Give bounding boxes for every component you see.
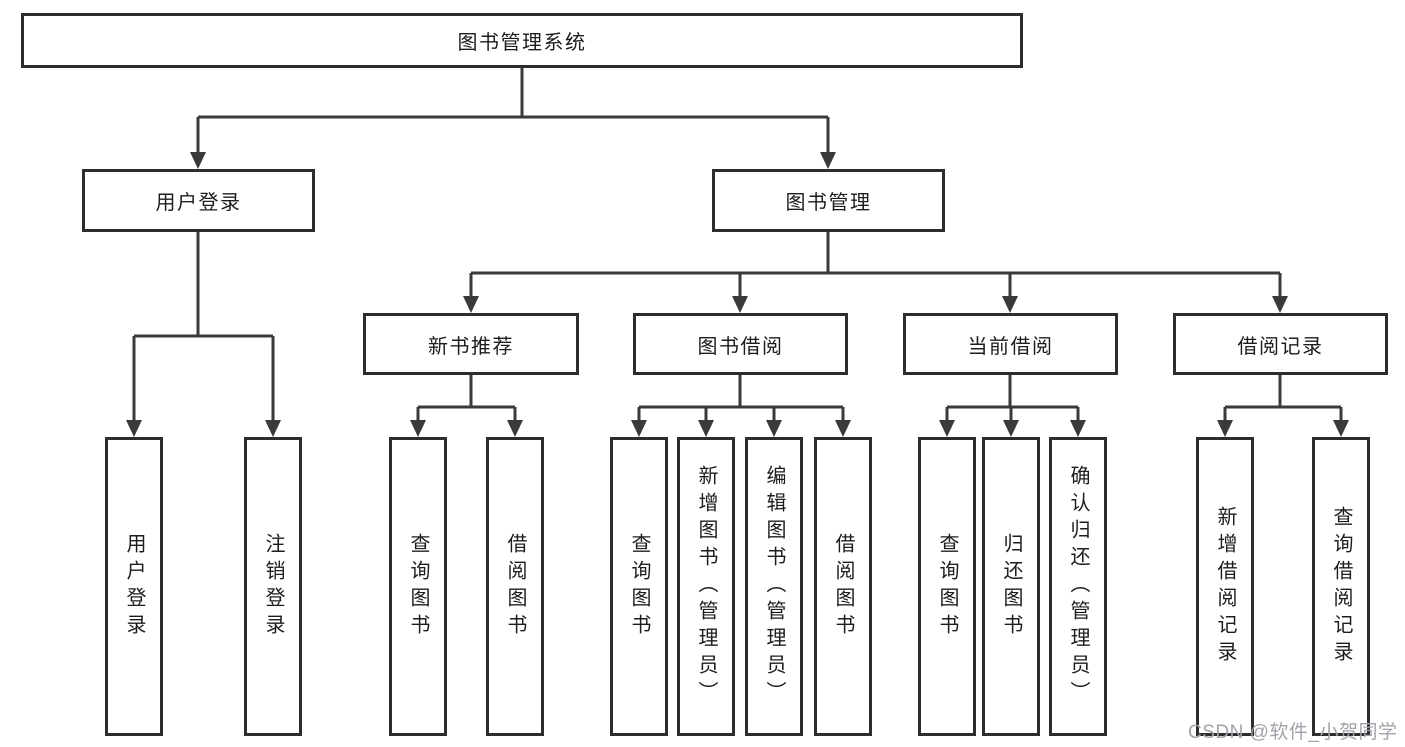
leaf-borrow-query-books: 查询图书: [610, 437, 668, 736]
node-user-login-label: 用户登录: [155, 192, 242, 214]
arrowhead: [190, 152, 206, 169]
arrowhead: [835, 420, 851, 437]
node-current-borrow: 当前借阅: [903, 313, 1118, 375]
node-book-management-label: 图书管理: [785, 192, 872, 214]
leaf-newbook-borrow-books: 借阅图书: [486, 437, 544, 736]
edges-new-book-recommend: [416, 375, 517, 422]
arrowhead: [631, 420, 647, 437]
leaf-borrow-borrow-books: 借阅图书: [814, 437, 872, 736]
node-book-borrow-label: 图书借阅: [697, 335, 784, 358]
node-root: 图书管理系统: [21, 13, 1023, 68]
leaf-borrow-borrow-books-label: 借阅图书: [832, 532, 854, 641]
node-borrow-records-label: 借阅记录: [1237, 335, 1324, 358]
node-current-borrow-label: 当前借阅: [967, 335, 1054, 358]
node-book-management: 图书管理: [712, 169, 945, 232]
arrowhead: [1003, 420, 1019, 437]
node-book-borrow: 图书借阅: [633, 313, 848, 375]
node-root-label: 图书管理系统: [457, 32, 587, 54]
arrowhead: [1070, 420, 1086, 437]
arrowhead: [732, 296, 748, 313]
arrowhead: [1272, 296, 1288, 313]
leaf-user-login: 用户登录: [105, 437, 163, 736]
leaf-current-query-books-label: 查询图书: [936, 532, 958, 641]
leaf-borrow-query-books-label: 查询图书: [628, 532, 650, 641]
leaf-records-query-borrow-record: 查询借阅记录: [1312, 437, 1370, 736]
edges-book-borrow: [637, 375, 845, 422]
arrowhead: [507, 420, 523, 437]
leaf-logout-login-label: 注销登录: [262, 532, 284, 641]
node-borrow-records: 借阅记录: [1173, 313, 1388, 375]
leaf-current-confirm-return-admin: 确认归还（管理员）: [1049, 437, 1107, 736]
node-new-book-recommend-label: 新书推荐: [428, 335, 514, 358]
edge-lines: [132, 68, 1343, 422]
leaf-current-confirm-return-admin-label: 确认归还（管理员）: [1067, 465, 1089, 708]
arrowhead: [265, 420, 281, 437]
leaf-records-add-borrow-record: 新增借阅记录: [1196, 437, 1254, 736]
leaf-borrow-edit-books-admin-label: 编辑图书（管理员）: [763, 465, 785, 708]
leaf-records-query-borrow-record-label: 查询借阅记录: [1330, 505, 1352, 668]
node-new-book-recommend: 新书推荐: [363, 313, 579, 375]
arrowhead: [766, 420, 782, 437]
leaf-current-return-books: 归还图书: [982, 437, 1040, 736]
leaf-borrow-edit-books-admin: 编辑图书（管理员）: [745, 437, 803, 736]
leaf-current-query-books: 查询图书: [918, 437, 976, 736]
arrowheads: [126, 152, 1349, 437]
arrowhead: [820, 152, 836, 169]
node-user-login: 用户登录: [82, 169, 315, 232]
leaf-borrow-add-books-admin-label: 新增图书（管理员）: [695, 465, 717, 708]
edges-book-management: [469, 232, 1282, 298]
arrowhead: [463, 296, 479, 313]
edges-current-borrow: [945, 375, 1080, 422]
arrowhead: [1002, 296, 1018, 313]
leaf-newbook-query-books: 查询图书: [389, 437, 447, 736]
arrowhead: [939, 420, 955, 437]
csdn-watermark: CSDN @软件_小贺同学: [1188, 722, 1398, 743]
leaf-user-login-label: 用户登录: [123, 532, 145, 641]
arrowhead: [1333, 420, 1349, 437]
arrowhead: [698, 420, 714, 437]
edges-root: [196, 68, 830, 154]
leaf-records-add-borrow-record-label: 新增借阅记录: [1214, 505, 1236, 668]
arrowhead: [1217, 420, 1233, 437]
edges-borrow-records: [1223, 375, 1343, 422]
arrowhead: [410, 420, 426, 437]
leaf-current-return-books-label: 归还图书: [1000, 532, 1022, 641]
leaf-newbook-query-books-label: 查询图书: [407, 532, 429, 641]
leaf-logout-login: 注销登录: [244, 437, 302, 736]
edges-user-login: [132, 232, 275, 422]
arrowhead: [126, 420, 142, 437]
leaf-newbook-borrow-books-label: 借阅图书: [504, 532, 526, 641]
leaf-borrow-add-books-admin: 新增图书（管理员）: [677, 437, 735, 736]
